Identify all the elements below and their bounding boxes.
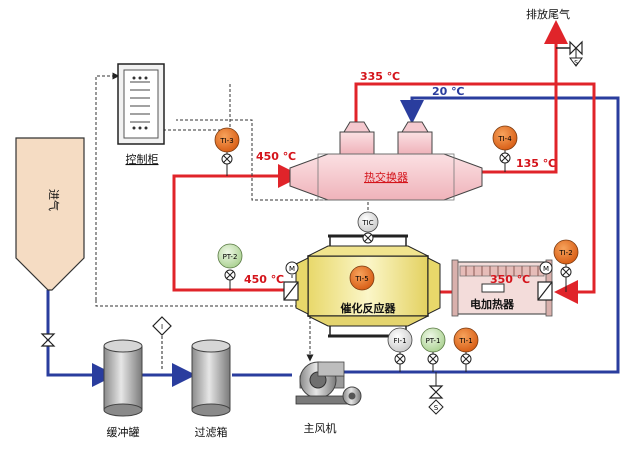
pt1-label: PT-1 xyxy=(426,337,441,345)
buffer-tank[interactable] xyxy=(103,339,143,417)
ti2-gauge[interactable]: TI-2 xyxy=(553,239,579,292)
heater-label: 电加热器 xyxy=(470,297,515,311)
heater-inlet-damper[interactable]: M xyxy=(537,261,553,301)
ti3-label: TI-3 xyxy=(219,137,233,145)
buffer-tank-label: 缓冲罐 xyxy=(107,425,140,439)
inlet-label: 进气 xyxy=(47,189,61,211)
filter-i-label: I xyxy=(161,323,163,331)
reactor-label: 催化反应器 xyxy=(341,301,397,315)
switch-label: S xyxy=(574,60,578,67)
motor-label: M xyxy=(543,265,549,273)
motor-label: M xyxy=(289,265,295,273)
filter-indicator: I xyxy=(152,316,172,370)
temp-450-mid: 450 ℃ xyxy=(244,273,284,286)
switch-label: S xyxy=(434,404,439,412)
heat-exchanger-label: 热交换器 xyxy=(364,170,408,184)
temp-350: 350 ℃ xyxy=(490,273,530,286)
tic-label: TIC xyxy=(361,219,373,227)
ti2-label: TI-2 xyxy=(558,249,572,257)
pt2-label: PT-2 xyxy=(223,253,238,261)
ti5-gauge[interactable]: TI-5 xyxy=(349,265,375,291)
inlet-hopper[interactable] xyxy=(15,137,85,291)
exhaust-label: 排放尾气 xyxy=(526,7,570,21)
inlet-valve[interactable] xyxy=(40,333,56,347)
tic-controller[interactable]: TIC xyxy=(357,211,379,244)
ti4-label: TI-4 xyxy=(497,135,512,143)
pt1-gauge[interactable]: PT-1 xyxy=(420,327,446,372)
temp-335: 335 ℃ xyxy=(360,70,400,83)
exhaust-valve: S xyxy=(556,40,583,67)
reactor-inlet-damper[interactable]: M xyxy=(283,261,299,301)
filter-box[interactable] xyxy=(191,339,231,417)
fi1-label: FI-1 xyxy=(393,337,406,345)
control-cabinet[interactable] xyxy=(117,63,165,145)
temp-450-top: 450 ℃ xyxy=(256,150,296,163)
fi1-gauge[interactable]: FI-1 xyxy=(387,327,413,372)
main-fan[interactable] xyxy=(295,361,362,406)
pt2-gauge[interactable]: PT-2 xyxy=(217,243,243,290)
cold-gas-line xyxy=(46,96,620,387)
control-cabinet-label: 控制柜 xyxy=(126,152,159,166)
ti4-gauge[interactable]: TI-4 xyxy=(492,125,518,172)
temp-20: 20 ℃ xyxy=(432,85,464,98)
ti1-gauge[interactable]: TI-1 xyxy=(453,327,479,372)
temp-135: 135 ℃ xyxy=(516,157,556,170)
ti1-label: TI-1 xyxy=(458,337,472,345)
heat-exchanger[interactable] xyxy=(289,121,483,201)
main-fan-label: 主风机 xyxy=(304,421,337,435)
ti5-label: TI-5 xyxy=(354,275,368,283)
filter-box-label: 过滤箱 xyxy=(195,425,228,439)
drain-valve[interactable]: S xyxy=(428,372,444,415)
ti3-gauge[interactable]: TI-3 xyxy=(214,127,240,176)
